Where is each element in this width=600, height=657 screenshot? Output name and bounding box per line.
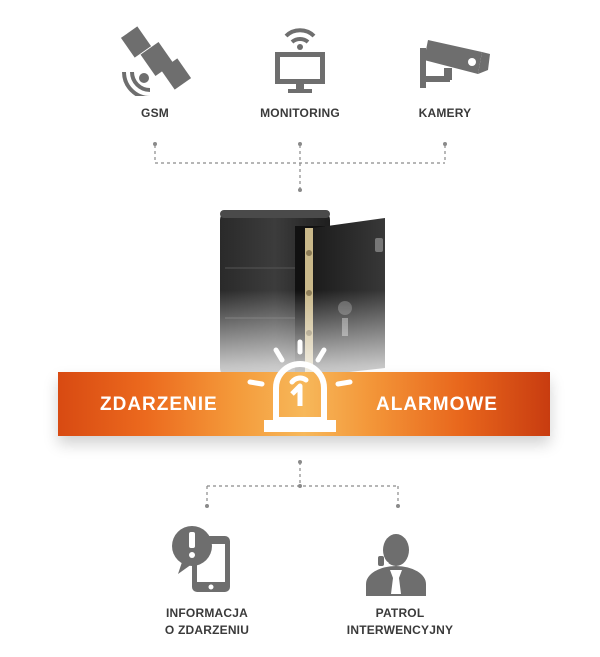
patrol-line2: INTERWENCYJNY [346, 623, 454, 637]
alarm-beacon-icon [238, 336, 362, 438]
monitoring-label: MONITORING [260, 106, 340, 120]
satellite-icon [118, 26, 194, 96]
kamery-label: KAMERY [418, 106, 472, 120]
patrol-label: PATROL INTERWENCYJNY [335, 605, 465, 639]
monitor-wifi-icon [272, 22, 328, 94]
alarm-banner: ZDARZENIE ALARMOWE [58, 372, 550, 436]
informacja-line1: INFORMACJA [166, 606, 248, 620]
patrol-line1: PATROL [375, 606, 425, 620]
informacja-label: INFORMACJA O ZDARZENIU [152, 605, 262, 639]
banner-left-text: ZDARZENIE [100, 394, 218, 415]
top-connector-lines [153, 142, 447, 192]
security-camera-icon [416, 30, 492, 90]
gsm-label: GSM [141, 106, 169, 120]
phone-alert-icon [172, 522, 236, 594]
informacja-line2: O ZDARZENIU [164, 623, 250, 637]
guard-person-icon [358, 530, 430, 596]
banner-right-text: ALARMOWE [376, 394, 498, 415]
bottom-connector-lines [205, 460, 400, 508]
